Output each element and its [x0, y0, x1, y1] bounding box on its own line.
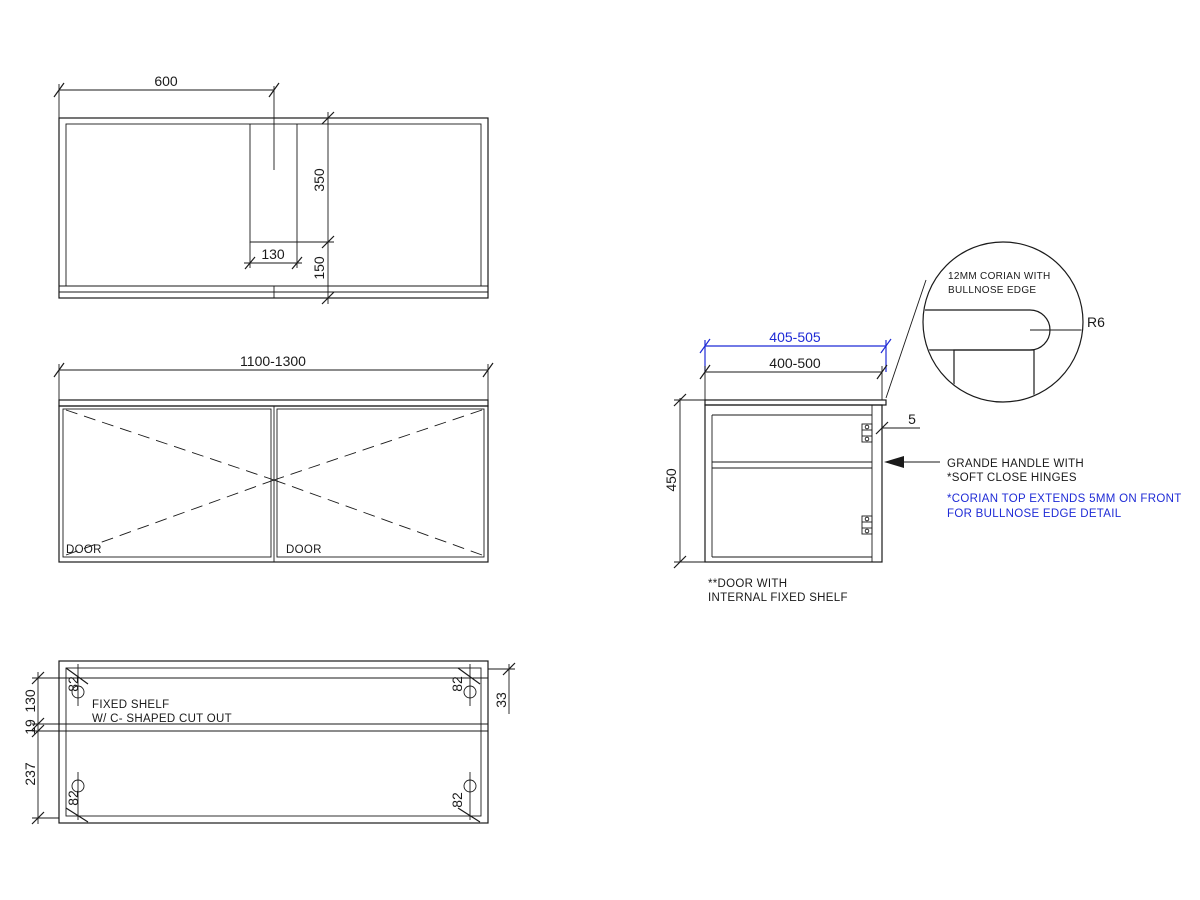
top-view: 600 350 150 130	[53, 73, 489, 305]
door-left	[62, 408, 272, 558]
shelf-view: 82 82 82 82 130 19 237 33 FIXED SHELF W/…	[22, 660, 516, 825]
leader-arrow-icon	[884, 456, 904, 468]
dim-label-5: 5	[908, 411, 916, 427]
dim-label-150: 150	[311, 256, 327, 280]
dim-label-130-top: 130	[261, 246, 285, 262]
handle-note-line2: *SOFT CLOSE HINGES	[947, 472, 1077, 484]
soft-close-hinge	[861, 515, 873, 535]
dim-label-400-500: 400-500	[769, 355, 821, 371]
shelf-note-line1: FIXED SHELF	[92, 699, 169, 711]
handle-note-line1: GRANDE HANDLE WITH	[947, 458, 1084, 470]
dim-label-82: 82	[65, 790, 81, 806]
corian-note-line2: FOR BULLNOSE EDGE DETAIL	[947, 508, 1122, 520]
dim-label-82: 82	[449, 792, 465, 808]
dim-label-19: 19	[22, 719, 38, 735]
hinge-marks	[65, 664, 481, 823]
cutout-outline	[249, 124, 298, 243]
front-view: 1100-1300 DOOR DOOR	[53, 353, 494, 563]
corian-note-line1: *CORIAN TOP EXTENDS 5MM ON FRONT	[947, 493, 1182, 505]
dim-label-130: 130	[22, 689, 38, 713]
side-top-slab	[704, 399, 887, 406]
dim-label-33: 33	[493, 692, 509, 708]
side-view: 405-505 400-500	[663, 279, 1182, 604]
dim-label-237: 237	[22, 762, 38, 786]
door-label-right: DOOR	[286, 544, 322, 556]
top-view-outline	[58, 117, 489, 299]
detail-circle	[922, 241, 1084, 403]
shelf-view-outline	[58, 660, 489, 824]
door-note-line2: INTERNAL FIXED SHELF	[708, 592, 848, 604]
door-label-left: DOOR	[66, 544, 102, 556]
side-carcass	[704, 404, 883, 563]
dim-label-82: 82	[449, 676, 465, 692]
dim-label-overall: 1100-1300	[240, 353, 306, 369]
detail-radius-label: R6	[1087, 314, 1105, 330]
dim-label-350: 350	[311, 168, 327, 192]
detail-carcass	[953, 349, 1035, 401]
detail-title-line1: 12MM CORIAN WITH	[948, 271, 1051, 282]
detail-title-line2: BULLNOSE EDGE	[948, 285, 1036, 296]
dim-label-600: 600	[154, 73, 178, 89]
front-carcass	[58, 405, 489, 563]
dim-label-82: 82	[65, 676, 81, 692]
door-right	[276, 408, 485, 558]
front-top-slab	[58, 399, 489, 407]
shelf-note-line2: W/ C- SHAPED CUT OUT	[92, 713, 232, 725]
detail-leader	[885, 279, 927, 399]
soft-close-hinge	[861, 423, 873, 443]
door-note-line1: **DOOR WITH	[708, 578, 787, 590]
bullnose-detail: 12MM CORIAN WITH BULLNOSE EDGE R6	[922, 241, 1105, 403]
dim-label-450: 450	[663, 468, 679, 492]
dim-label-405-505: 405-505	[769, 329, 821, 345]
